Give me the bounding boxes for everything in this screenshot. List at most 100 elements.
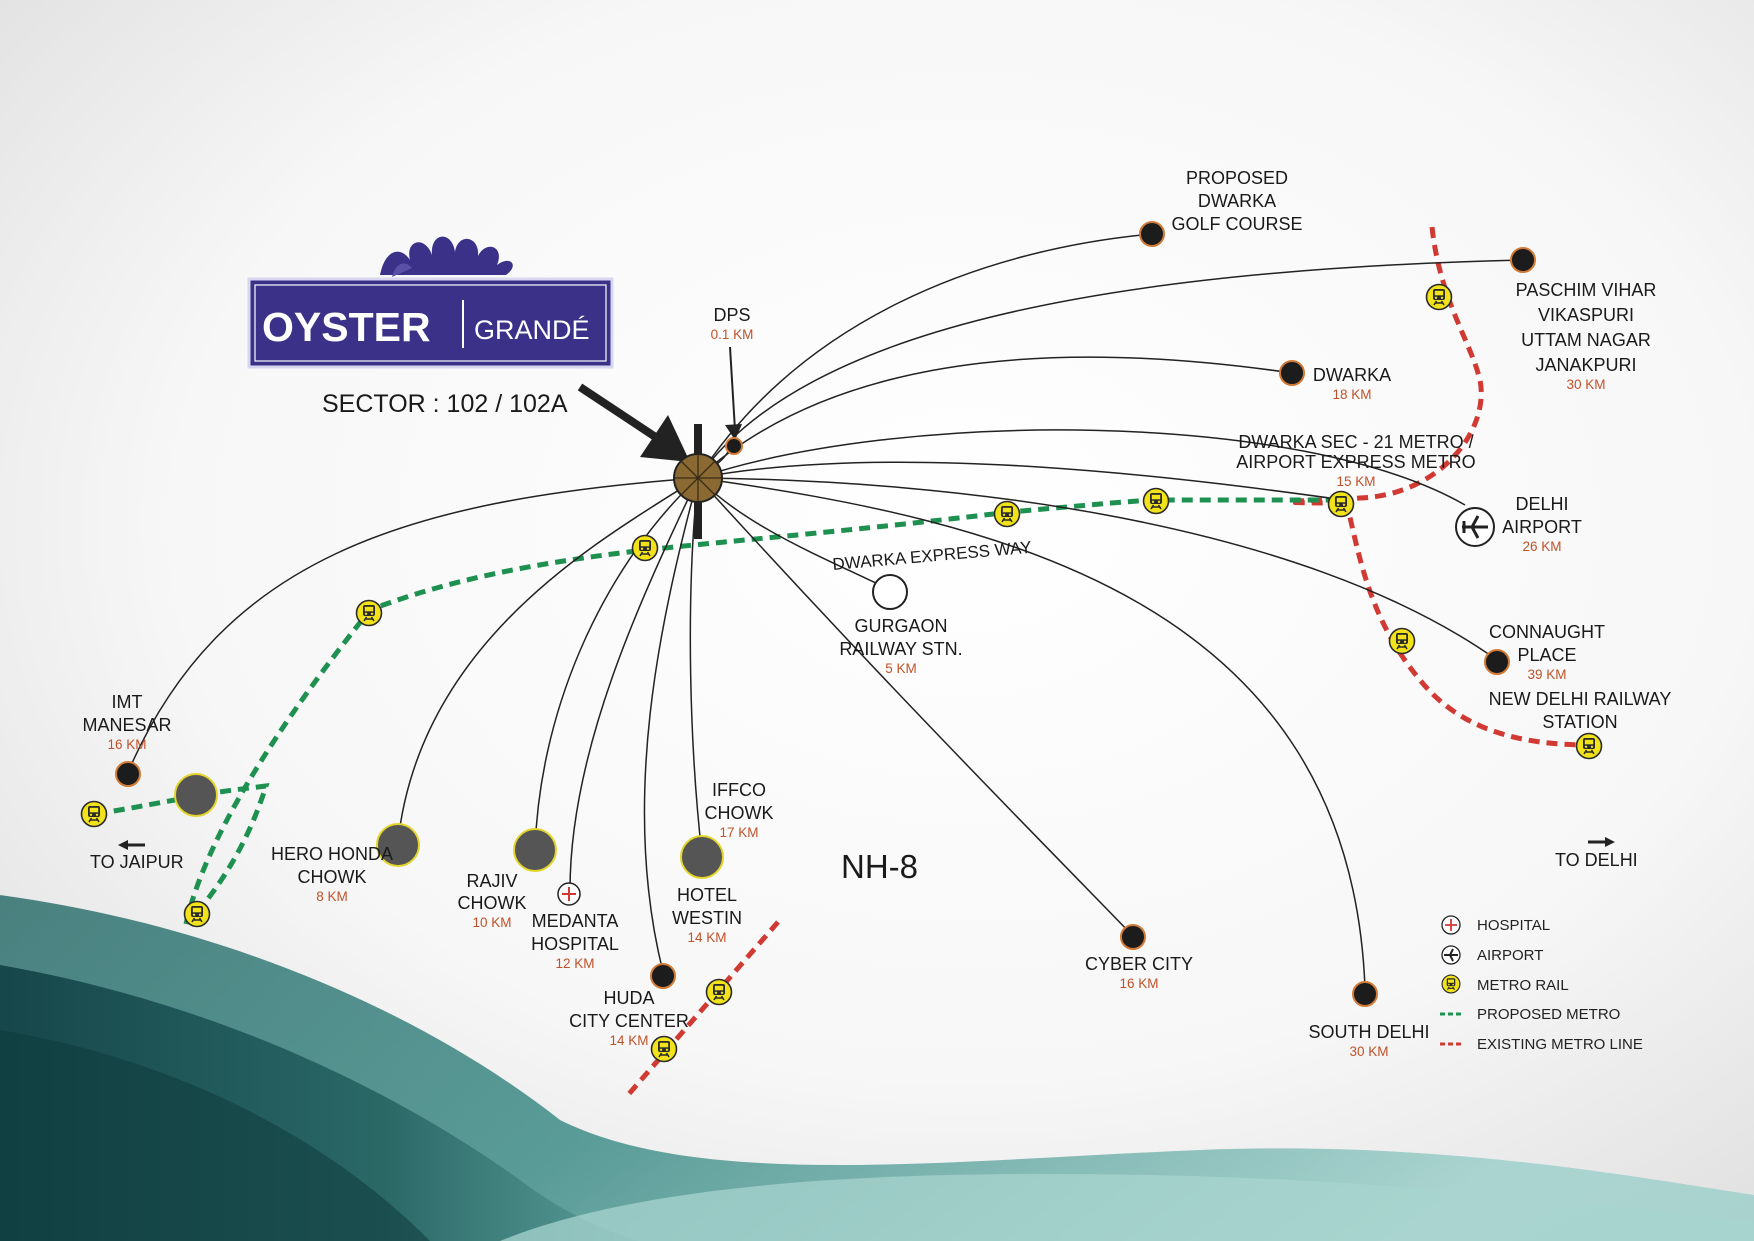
place-name-line: DWARKA (1198, 191, 1276, 211)
metro-icon (1327, 490, 1355, 518)
legend-hospital: HOSPITAL (1441, 915, 1550, 935)
place-label-new-delhi-rail: NEW DELHI RAILWAY STATION (1489, 689, 1672, 732)
place-name-line: CYBER CITY (1085, 954, 1193, 974)
place-distance: 14 KM (609, 1033, 648, 1048)
legend-metro-rail: METRO RAIL (1441, 974, 1569, 994)
place-label-connaught: CONNAUGHT PLACE 39 KM (1489, 622, 1605, 682)
place-label-dps: DPS 0.1 KM (711, 305, 754, 342)
place-name-line: CHOWK (705, 803, 774, 823)
place-distance: 0.1 KM (711, 327, 754, 342)
place-name-line: DPS (713, 305, 750, 325)
legend-proposed-metro: PROPOSED METRO (1440, 1006, 1620, 1023)
place-distance: 15 KM (1336, 474, 1375, 489)
node-cyber-city (1120, 924, 1146, 950)
direction-to-jaipur: TO JAIPUR (90, 840, 184, 872)
metro-icon (993, 500, 1021, 528)
connection-lines (127, 233, 1524, 989)
node-paschim-vihar (1510, 247, 1536, 273)
place-name-line: IMT (112, 692, 143, 712)
place-name-line: HOSPITAL (531, 934, 619, 954)
place-name-line: GURGAON (854, 616, 947, 636)
pointers (577, 346, 742, 462)
place-name-line: CHOWK (458, 893, 527, 913)
place-name-line: VIKASPURI (1538, 305, 1634, 325)
node-gurgaon-rail (872, 574, 908, 610)
place-name-line: PLACE (1517, 645, 1576, 665)
place-name-line: CHOWK (298, 867, 367, 887)
place-distance: 30 KM (1349, 1044, 1388, 1059)
legend: HOSPITAL AIRPORT METRO RAIL PROPOSED MET… (1440, 915, 1643, 1053)
place-label-proposed-golf: PROPOSED DWARKA GOLF COURSE (1171, 168, 1302, 234)
place-label-westin: HOTEL WESTIN 14 KM (672, 885, 742, 945)
place-name-line: MANESAR (82, 715, 171, 735)
node-dwarka (1279, 360, 1305, 386)
node-proposed-golf (1139, 221, 1165, 247)
node-huda (650, 963, 676, 989)
place-label-medanta: MEDANTA HOSPITAL 12 KM (531, 911, 619, 971)
node-iffco (680, 835, 724, 879)
place-name-line: AIRPORT EXPRESS METRO (1236, 452, 1475, 472)
place-name-line: DELHI (1515, 494, 1568, 514)
place-name-line: CONNAUGHT (1489, 622, 1605, 642)
node-rajiv-chowk (513, 828, 557, 872)
place-name-line: RAILWAY STN. (839, 639, 962, 659)
place-distance: 12 KM (555, 956, 594, 971)
place-name-line: HOTEL (677, 885, 737, 905)
place-name-line: AIRPORT (1502, 517, 1582, 537)
metro-icon (1388, 627, 1416, 655)
airport-icon (1455, 507, 1495, 547)
place-name-line: IFFCO (712, 780, 766, 800)
place-name-line: MEDANTA (532, 911, 619, 931)
place-name-line: DWARKA SEC - 21 METRO / (1238, 432, 1473, 452)
place-name-line: GOLF COURSE (1171, 214, 1302, 234)
node-dps (725, 437, 743, 455)
place-distance: 8 KM (316, 889, 348, 904)
direction-to-delhi: TO DELHI (1555, 837, 1638, 870)
place-distance: 14 KM (687, 930, 726, 945)
brand-logo: OYSTER GRANDÉ SECTOR : 102 / 102A (247, 236, 614, 418)
node-south-delhi (1352, 981, 1378, 1007)
place-name-line: RAJIV (466, 871, 517, 891)
place-label-iffco: IFFCO CHOWK 17 KM (705, 780, 774, 840)
legend-existing-metro-label: EXISTING METRO LINE (1477, 1036, 1643, 1053)
metro-icon (355, 599, 383, 627)
hospital-icon (557, 882, 581, 906)
place-name-line: NEW DELHI RAILWAY (1489, 689, 1672, 709)
node-manesar-interchange (174, 773, 218, 817)
place-distance: 18 KM (1332, 387, 1371, 402)
place-distance: 17 KM (719, 825, 758, 840)
direction-left-label: TO JAIPUR (90, 852, 184, 872)
metro-icon (1142, 487, 1170, 515)
place-name-line: WESTIN (672, 908, 742, 928)
metro-icon (1441, 974, 1461, 994)
place-name-line: SOUTH DELHI (1308, 1022, 1429, 1042)
place-distance: 5 KM (885, 661, 917, 676)
place-name-line: HUDA (603, 988, 654, 1008)
legend-airport-label: AIRPORT (1477, 947, 1543, 964)
place-name-line: UTTAM NAGAR (1521, 330, 1651, 350)
legend-proposed-metro-label: PROPOSED METRO (1477, 1006, 1620, 1023)
place-distance: 16 KM (1119, 976, 1158, 991)
place-name-line: PROPOSED (1186, 168, 1288, 188)
node-connaught (1484, 649, 1510, 675)
place-distance: 30 KM (1566, 377, 1605, 392)
brand-name-primary: OYSTER (262, 304, 431, 350)
place-label-gurgaon-rail: GURGAON RAILWAY STN. 5 KM (839, 616, 962, 676)
existing-metro-lines (626, 226, 1591, 1097)
logo-box (247, 277, 614, 369)
metro-icon (705, 978, 733, 1006)
metro-icon (631, 534, 659, 562)
decorative-waves (0, 895, 1754, 1241)
place-distance: 39 KM (1527, 667, 1566, 682)
legend-existing-metro: EXISTING METRO LINE (1440, 1036, 1643, 1053)
metro-icon (1425, 283, 1453, 311)
place-name-line: STATION (1542, 712, 1617, 732)
